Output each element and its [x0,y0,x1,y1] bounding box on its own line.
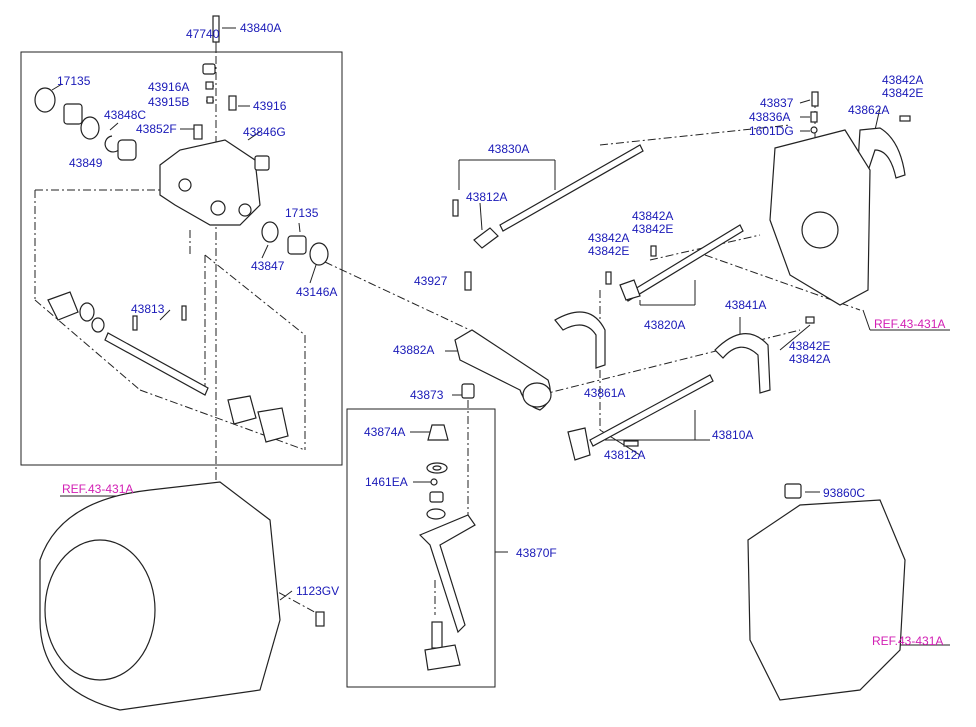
label-43842A-right: 43842A [789,352,831,366]
label-43837: 43837 [760,96,794,110]
seal-17135 [34,87,56,113]
shift-rod-43820A [624,224,744,302]
label-43840A: 43840A [240,21,282,35]
ref-link-right-case[interactable]: REF.43-431A [874,317,946,331]
bolt-43840A [212,15,220,43]
ref-link-extension[interactable]: REF.43-431A [872,634,944,648]
label-43842A-top-right: 43842A [882,73,924,87]
label-43810A: 43810A [712,428,754,442]
label-43830A: 43830A [488,142,530,156]
label-43882A: 43882A [393,343,435,357]
label-1461EA: 1461EA [365,475,408,489]
label-43848C: 43848C [104,108,147,122]
label-17135-top: 17135 [57,74,91,88]
label-43846G: 43846G [243,125,286,139]
label-43916A: 43916A [148,80,190,94]
label-43852F: 43852F [136,122,177,136]
cover-assembly-box [20,51,343,466]
label-47740: 47740 [186,27,220,41]
label-43916: 43916 [253,99,287,113]
label-43842E-top-right: 43842E [882,86,924,100]
label-43849: 43849 [69,156,103,170]
label-43842E-mid2: 43842E [588,244,630,258]
label-43842E-right: 43842E [789,339,831,353]
label-93860C: 93860C [823,486,866,500]
lever-assembly-box [346,408,496,688]
label-43836A: 43836A [749,110,791,124]
label-43862A: 43862A [848,103,890,117]
label-43812A-bottom: 43812A [604,448,646,462]
label-43842E-mid: 43842E [632,222,674,236]
label-17135-mid: 17135 [285,206,319,220]
lever-43870F [418,514,476,634]
label-43842A-mid2: 43842A [588,231,630,245]
label-43874A: 43874A [364,425,406,439]
shift-rod-43830A [499,144,644,232]
label-43915B: 43915B [148,95,190,109]
shift-fork-43862A [856,127,906,181]
shift-rail-43813 [104,332,209,396]
label-43146A: 43146A [296,285,338,299]
label-43861A: 43861A [584,386,626,400]
label-1601DG: 1601DG [749,124,794,138]
label-43812A-top: 43812A [466,190,508,204]
extension-housing [747,499,906,701]
label-43820A: 43820A [644,318,686,332]
shift-rod-43810A [589,374,714,447]
shift-fork-43841A [714,333,771,394]
shift-fork-43861A [554,311,606,369]
boot-43874A [427,424,449,441]
label-43842A-mid: 43842A [632,209,674,223]
label-43870F: 43870F [516,546,557,560]
shift-cover-housing [159,139,261,226]
switch-93860C [784,483,802,499]
label-43927: 43927 [414,274,448,288]
label-1123GV: 1123GV [296,584,340,598]
ref-link-left-case[interactable]: REF.43-431A [62,482,134,496]
label-43873: 43873 [410,388,444,402]
label-43841A: 43841A [725,298,767,312]
label-43813: 43813 [131,302,165,316]
label-43847: 43847 [251,259,285,273]
